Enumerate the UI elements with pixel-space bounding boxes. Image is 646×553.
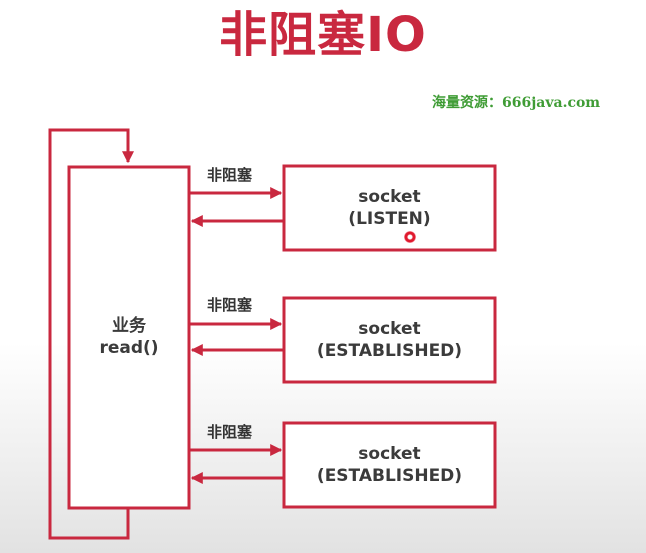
business-box <box>67 165 191 510</box>
socket-box-established-1 <box>282 296 497 384</box>
socket-name: socket <box>358 319 421 339</box>
socket-label-listen: socket (LISTEN) <box>284 186 495 230</box>
arrow-label-nonblocking-1: 非阻塞 <box>207 166 253 184</box>
page-title: 非阻塞IO <box>219 7 427 63</box>
business-label-line2: read() <box>99 338 159 358</box>
watermark-text: 海量资源：666java.com <box>432 95 601 111</box>
socket-state: (LISTEN) <box>348 209 431 229</box>
socket-box-established-2 <box>282 421 497 509</box>
business-label-line1: 业务 <box>112 316 146 336</box>
arrow-label-nonblocking-2: 非阻塞 <box>207 296 253 314</box>
loop-line <box>48 128 134 540</box>
socket-label-established-2: socket (ESTABLISHED) <box>284 443 495 487</box>
pointer-dot <box>404 231 416 243</box>
socket-name: socket <box>358 444 421 464</box>
arrow-label-nonblocking-3: 非阻塞 <box>207 423 253 441</box>
socket-state: (ESTABLISHED) <box>316 466 463 486</box>
business-label: 业务 read() <box>69 315 189 359</box>
socket-box-listen <box>282 164 497 252</box>
socket-name: socket <box>358 187 421 207</box>
socket-state: (ESTABLISHED) <box>316 341 463 361</box>
socket-label-established-1: socket (ESTABLISHED) <box>284 318 495 362</box>
